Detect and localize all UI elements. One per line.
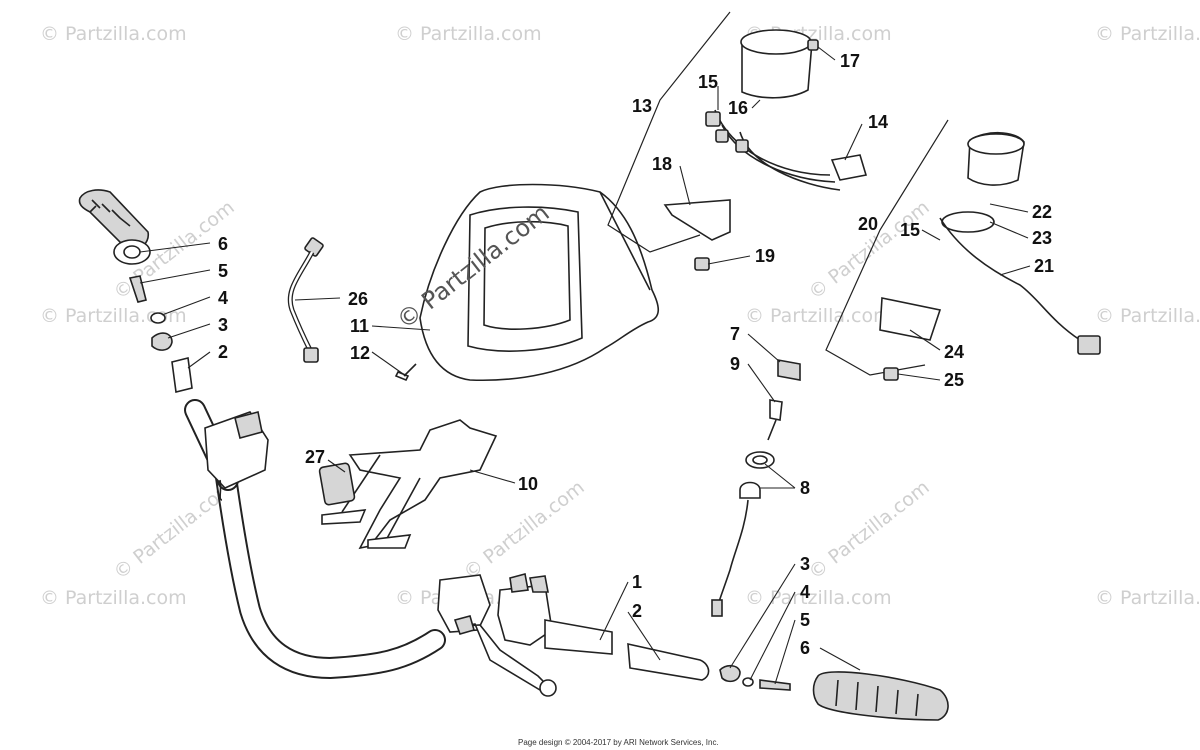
screw [394,363,417,382]
watermark: © Partzilla.com [40,587,187,609]
callout-1: 1 [632,572,642,592]
callout-7: 7 [730,324,740,344]
callout-3: 3 [218,315,228,335]
watermark: © Partzilla.com [805,476,934,584]
mounting-bracket [321,419,498,550]
callout-12: 12 [350,343,370,363]
callout-22: 22 [1032,202,1052,222]
callout-18: 18 [652,154,672,174]
callout-6: 6 [218,234,228,254]
watermark: © Partzilla.com [745,305,892,327]
callout-5: 5 [218,261,228,281]
callout-5b: 5 [800,610,810,630]
leader-lines [139,46,1031,685]
callout-14: 14 [868,112,888,132]
gauge-upper [663,29,868,271]
callout-19: 19 [755,246,775,266]
callout-6b: 6 [800,638,810,658]
watermark: © Partzilla.com [395,23,542,45]
callout-25: 25 [944,370,964,390]
footer-copyright: Page design © 2004-2017 by ARI Network S… [518,738,719,747]
gauge-lower [879,131,1101,381]
callout-24: 24 [944,342,964,362]
handlebar [184,399,613,697]
watermark: © Partzilla.com [745,587,892,609]
speedometer-cable [287,237,324,363]
callout-21: 21 [1034,256,1054,276]
callout-4b: 4 [800,582,810,602]
callout-16: 16 [728,98,748,118]
callout-10: 10 [518,474,538,494]
instrument-pod: © Partzilla.com [391,183,660,382]
callout-20: 20 [858,214,878,234]
callout-9: 9 [730,354,740,374]
callout-2b: 2 [632,601,642,621]
watermark: © Partzilla.com [1095,305,1200,327]
callout-3b: 3 [800,554,810,574]
watermark: © Partzilla.com [805,196,934,304]
callout-labels: 6 5 4 3 2 26 11 12 27 10 7 9 8 1 2 3 4 5… [218,51,1054,658]
callout-15: 15 [698,72,718,92]
pad [318,462,356,506]
callout-15b: 15 [900,220,920,240]
callout-2: 2 [218,342,228,362]
right-grip-assembly [627,642,949,721]
left-grip-assembly [78,189,193,393]
watermark: © Partzilla.com [1095,587,1200,609]
callout-27: 27 [305,447,325,467]
callout-4: 4 [218,288,228,308]
watermark: © Partzilla.com [40,23,187,45]
callout-8: 8 [800,478,810,498]
watermark: © Partzilla.com [1095,23,1200,45]
gauge-kit-box [607,11,731,253]
watermark: © Partzilla.com [40,305,187,327]
callout-13: 13 [632,96,652,116]
callout-26: 26 [348,289,368,309]
ignition-switch [711,359,801,617]
callout-17: 17 [840,51,860,71]
callout-11: 11 [350,316,369,336]
callout-23: 23 [1032,228,1052,248]
